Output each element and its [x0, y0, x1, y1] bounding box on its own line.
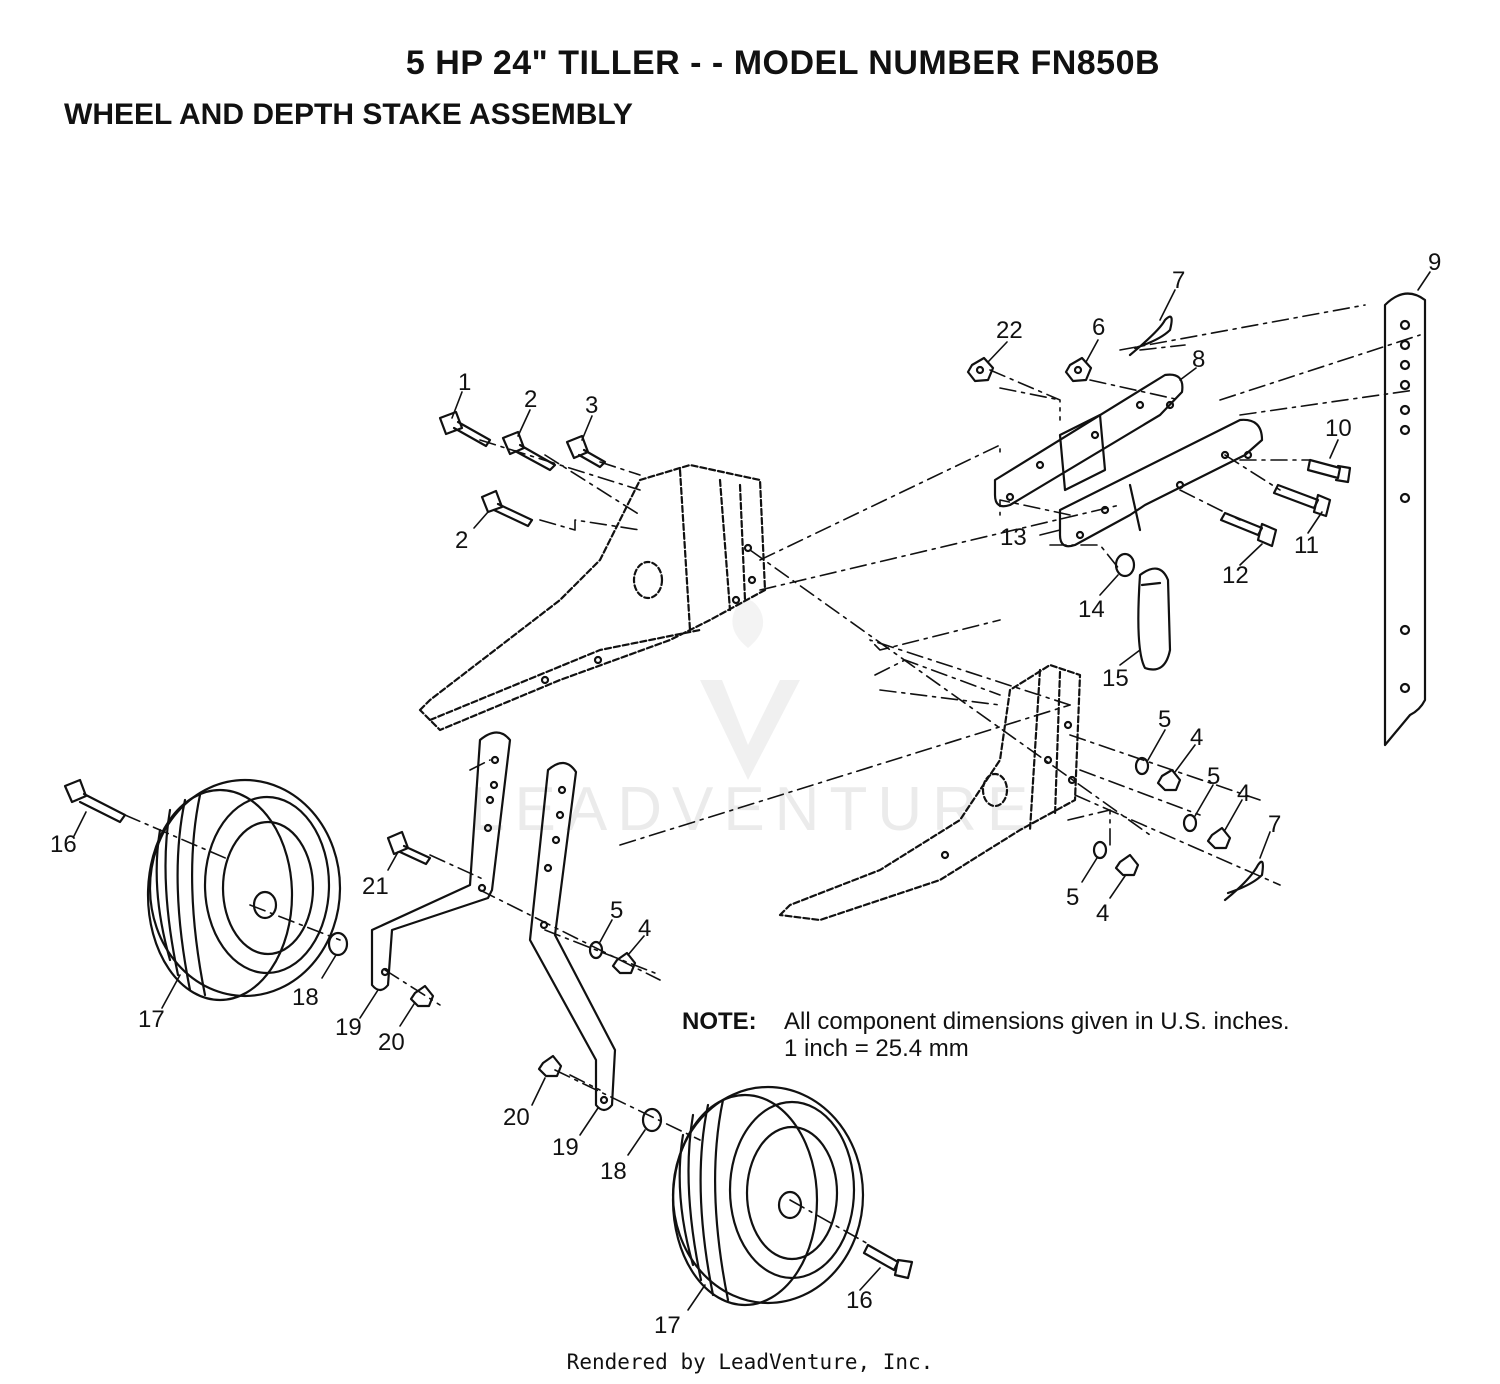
- callout-14: 14: [1078, 596, 1105, 623]
- callout-2: 2: [524, 386, 537, 413]
- callout-5: 5: [1207, 763, 1220, 790]
- callout-1: 1: [458, 369, 471, 396]
- hairpin-pin-lower: [1223, 860, 1264, 902]
- stake-bracket-plates: [993, 373, 1264, 548]
- wheel-right: [671, 1085, 865, 1307]
- callout-16: 16: [846, 1287, 873, 1314]
- page-title: 5 HP 24" TILLER - - MODEL NUMBER FN850B: [405, 44, 1161, 82]
- nut-washer-parts: [327, 356, 1232, 1133]
- callout-5: 5: [1158, 706, 1171, 733]
- right-side-plate: [778, 663, 1082, 922]
- callout-17: 17: [138, 1006, 165, 1033]
- depth-stake: [1383, 292, 1427, 747]
- callout-leaders: [73, 271, 1431, 1311]
- callout-16: 16: [50, 831, 77, 858]
- callout-21: 21: [362, 873, 389, 900]
- callout-19: 19: [552, 1134, 579, 1161]
- wheel-left: [146, 778, 342, 1002]
- callout-3: 3: [585, 392, 598, 419]
- watermark-text: LEADVENTURE: [470, 775, 1038, 844]
- render-credit: Rendered by LeadVenture, Inc.: [566, 1350, 934, 1374]
- hairpin-pin-upper: [1128, 315, 1173, 357]
- callout-11: 11: [1294, 532, 1319, 559]
- callout-7: 7: [1268, 811, 1281, 838]
- callout-4: 4: [1190, 724, 1203, 751]
- callout-12: 12: [1222, 562, 1249, 589]
- stake-clip: [1137, 567, 1172, 671]
- note-line-1: All component dimensions given in U.S. i…: [784, 1008, 1290, 1035]
- callout-18: 18: [600, 1158, 627, 1185]
- assembly-subtitle: WHEEL AND DEPTH STAKE ASSEMBLY: [64, 98, 633, 131]
- callout-2: 2: [455, 527, 468, 554]
- callout-6: 6: [1092, 314, 1105, 341]
- callout-18: 18: [292, 984, 319, 1011]
- callout-17: 17: [654, 1312, 681, 1339]
- callout-4: 4: [1237, 780, 1250, 807]
- callout-22: 22: [996, 317, 1023, 344]
- wheel-bracket-left: [370, 731, 512, 992]
- wheel-bracket-right: [528, 761, 617, 1112]
- left-side-plate: [418, 463, 767, 732]
- callout-19: 19: [335, 1014, 362, 1041]
- callout-7: 7: [1172, 267, 1185, 294]
- callout-10: 10: [1325, 415, 1352, 442]
- callout-4: 4: [1096, 900, 1109, 927]
- callout-20: 20: [503, 1104, 530, 1131]
- callout-13: 13: [1000, 524, 1027, 551]
- dimension-note: NOTE: All component dimensions given in U…: [682, 1008, 1290, 1062]
- callout-5: 5: [610, 897, 623, 924]
- callout-4: 4: [638, 915, 651, 942]
- callout-20: 20: [378, 1029, 405, 1056]
- callout-9: 9: [1428, 249, 1441, 276]
- note-line-2: 1 inch = 25.4 mm: [784, 1035, 969, 1062]
- spacer-part: [1114, 552, 1136, 578]
- callout-15: 15: [1102, 665, 1129, 692]
- callout-5: 5: [1066, 884, 1079, 911]
- callout-8: 8: [1192, 346, 1205, 373]
- bolt-parts: [63, 410, 1352, 1280]
- note-label: NOTE:: [682, 1008, 757, 1035]
- watermark-logo: LEADVENTURE: [470, 600, 1038, 844]
- callout-numbers: 1 2 3 2 22 6 7 8 9 10 11 12 13 14 15 5 4…: [50, 249, 1441, 1339]
